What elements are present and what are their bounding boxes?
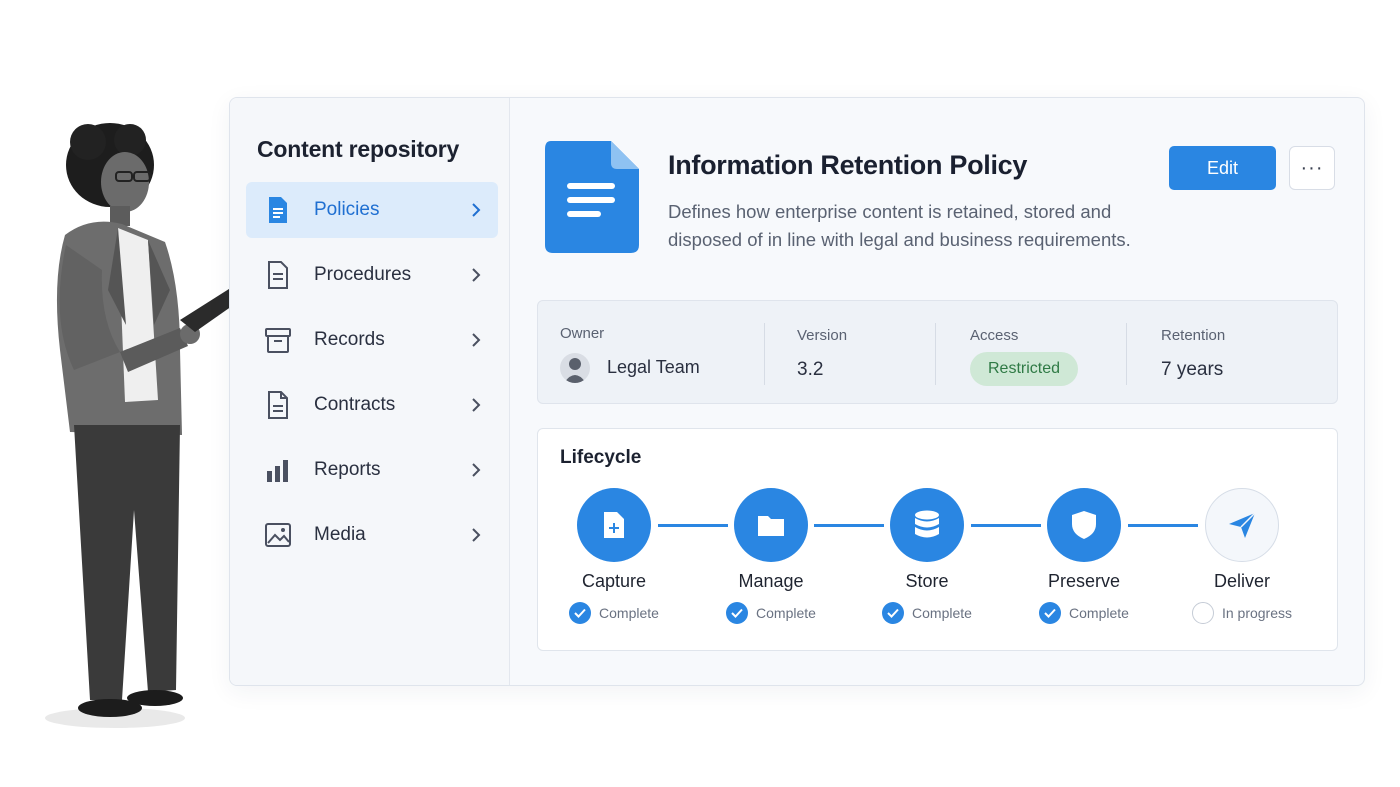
lifecycle-connector [1128, 524, 1198, 527]
owner-value: Legal Team [607, 357, 700, 377]
chevron-right-icon [472, 398, 481, 412]
user-icon [564, 358, 586, 383]
check-circle-icon [569, 602, 592, 624]
sidebar-nav: Policies Procedures Records [246, 182, 498, 572]
bar-chart-icon [267, 460, 288, 482]
chevron-right-icon [472, 333, 481, 347]
sidebar-item-label: Reports [314, 459, 381, 480]
stage-status: Complete [701, 602, 841, 624]
empty-circle-icon [1191, 602, 1214, 624]
metadata-panel: Owner Legal Team Version 3.2 Access Rest… [537, 300, 1338, 404]
stage-status: Complete [544, 602, 684, 624]
stage-button[interactable] [1205, 488, 1279, 562]
divider [935, 323, 936, 385]
lifecycle-connector [814, 524, 884, 527]
version-value: 3.2 [797, 359, 824, 380]
sidebar-item-records[interactable]: Records [246, 312, 498, 368]
sidebar-item-contracts[interactable]: Contracts [246, 377, 498, 433]
sidebar-item-media[interactable]: Media [246, 507, 498, 563]
stage-status: Complete [857, 602, 997, 624]
document-icon [268, 261, 288, 289]
shield-icon [1072, 511, 1096, 539]
check-circle-icon [1039, 602, 1062, 624]
archive-box-icon [265, 328, 291, 353]
lifecycle-connector [658, 524, 728, 527]
stage-name: Deliver [1213, 571, 1270, 591]
policy-document-icon [545, 141, 639, 253]
image-icon [265, 523, 291, 547]
owner-label: Owner [560, 325, 605, 342]
stage-status-label: Complete [1069, 605, 1129, 621]
page-title: Information Retention Policy [668, 150, 1028, 180]
sidebar: Content repository Policies Procedures [230, 98, 510, 685]
avatar [560, 353, 590, 383]
policy-description: Defines how enterprise content is retain… [668, 201, 1131, 250]
lifecycle-panel: Lifecycle Capture Complete [537, 428, 1338, 651]
lifecycle-stage-store: Store Complete [857, 488, 997, 624]
sidebar-item-policies[interactable]: Policies [246, 182, 498, 238]
access-label: Access [970, 327, 1019, 344]
stage-button[interactable] [890, 488, 964, 562]
stage-button[interactable] [734, 488, 808, 562]
sidebar-item-label: Records [314, 329, 385, 350]
stage-status-label: Complete [756, 605, 816, 621]
stage-name: Capture [581, 571, 647, 591]
lifecycle-connector [971, 524, 1041, 527]
check-circle-icon [882, 602, 905, 624]
lifecycle-title: Lifecycle [560, 447, 642, 468]
send-icon [1229, 512, 1256, 538]
stage-status-label: In progress [1221, 605, 1293, 621]
database-icon [915, 510, 939, 538]
sidebar-item-label: Contracts [314, 394, 396, 415]
lifecycle-stage-preserve: Preserve Complete [1014, 488, 1154, 624]
stage-name: Manage [738, 571, 804, 591]
lifecycle-stage-manage: Manage Complete [701, 488, 841, 624]
lifecycle-stage-deliver: Deliver In progress [1172, 488, 1312, 624]
divider [1126, 323, 1127, 385]
chevron-right-icon [472, 203, 481, 217]
document-lines-icon [269, 197, 287, 223]
stage-button[interactable] [1047, 488, 1121, 562]
stage-button[interactable] [577, 488, 651, 562]
sidebar-item-reports[interactable]: Reports [246, 442, 498, 498]
more-options-button[interactable]: ··· [1289, 146, 1335, 190]
chevron-right-icon [472, 463, 481, 477]
contract-document-icon [268, 391, 288, 419]
check-circle-icon [726, 602, 749, 624]
stage-name: Preserve [1047, 571, 1121, 591]
divider [764, 323, 765, 385]
stage-status-label: Complete [599, 605, 659, 621]
sidebar-item-procedures[interactable]: Procedures [246, 247, 498, 303]
chevron-right-icon [472, 268, 481, 282]
stage-name: Store [905, 571, 949, 591]
lifecycle-stage-capture: Capture Complete [544, 488, 684, 624]
status-badge: Restricted [970, 352, 1078, 386]
retention-value: 7 years [1161, 359, 1224, 380]
person-with-tablet-illustration [45, 123, 252, 728]
stage-status-label: Complete [912, 605, 972, 621]
stage-status: In progress [1172, 602, 1312, 624]
edit-button[interactable]: Edit [1169, 146, 1276, 190]
folder-icon [758, 516, 784, 536]
sidebar-item-label: Procedures [314, 264, 412, 285]
document-detail-card: Content repository Policies Procedures [229, 97, 1365, 686]
more-options-icon: ··· [1300, 156, 1324, 179]
chevron-right-icon [472, 528, 481, 542]
retention-label: Retention [1161, 327, 1226, 344]
file-plus-icon [604, 512, 624, 538]
sidebar-item-label: Media [314, 524, 366, 545]
sidebar-title: Content repository [257, 136, 460, 162]
sidebar-item-label: Policies [314, 199, 380, 220]
stage-status: Complete [1014, 602, 1154, 624]
version-label: Version [797, 327, 848, 344]
